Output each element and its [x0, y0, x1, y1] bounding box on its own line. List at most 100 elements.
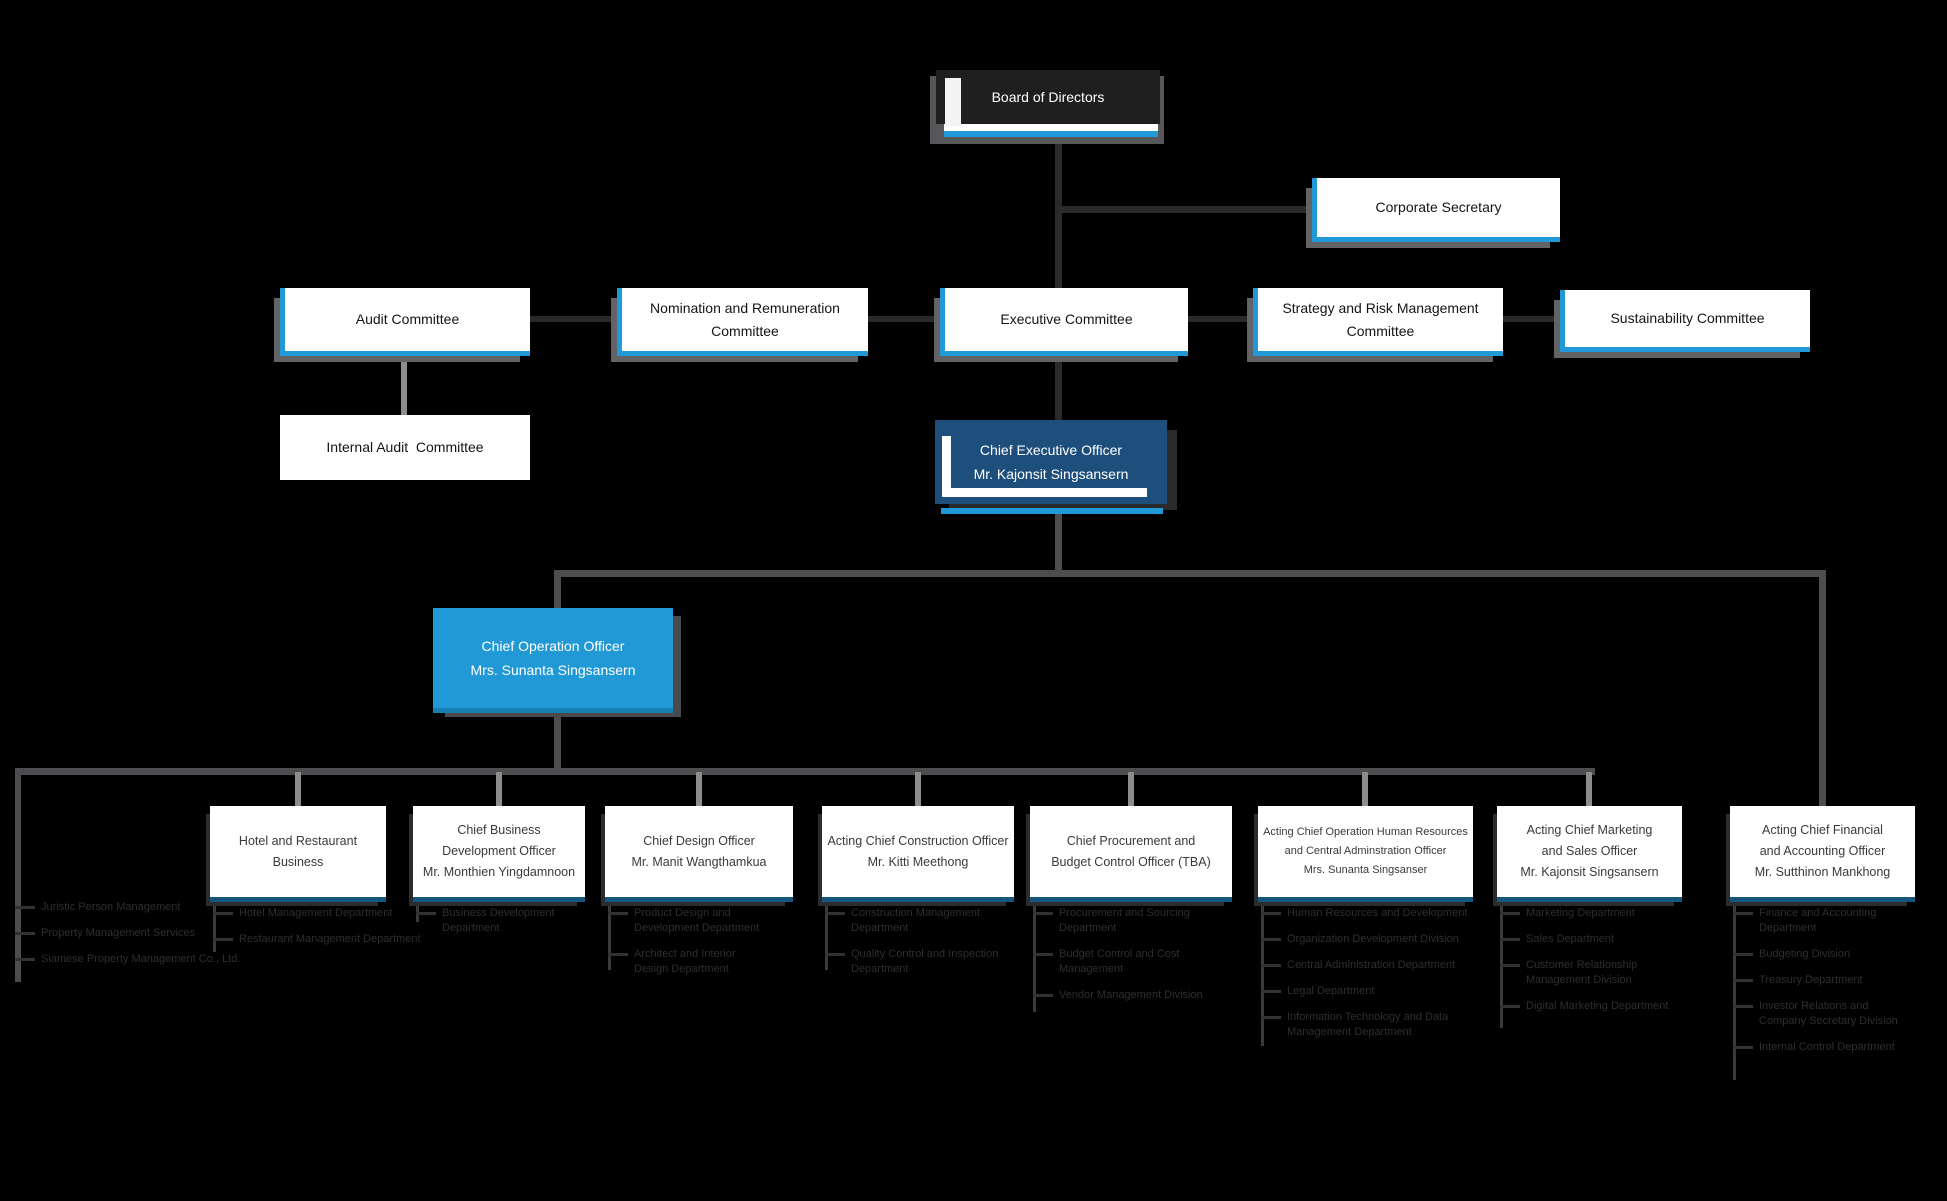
department-item: Marketing Department — [1500, 906, 1700, 921]
department-item: Architect and Interior Design Department — [608, 947, 768, 977]
node-acting-chief-financial-accounting-officer: Acting Chief Financial and Accounting Of… — [1730, 806, 1915, 902]
node-executive-committee: Executive Committee — [940, 288, 1188, 356]
audit-committee-label: Audit Committee — [355, 311, 460, 327]
spine-design — [608, 900, 611, 970]
department-item: Budgeting Division — [1733, 947, 1898, 962]
officer-line: Business — [272, 854, 324, 869]
officer-line: Chief Design Officer — [643, 833, 755, 848]
spine-hr — [1261, 900, 1264, 1046]
department-item: Sales Department — [1500, 932, 1700, 947]
node-chief-procurement-budget-officer: Chief Procurement and Budget Control Off… — [1030, 806, 1232, 902]
department-item: Property Management Services — [15, 926, 245, 941]
node-board-of-directors: Board of Directors — [936, 70, 1160, 124]
department-list-business-dev: Business Development Department — [416, 906, 566, 947]
connector-h-lower — [15, 768, 1595, 775]
officer-line: Acting Chief Construction Officer — [827, 833, 1009, 848]
spine-procurement — [1033, 900, 1036, 1012]
ceo-title: Chief Executive Officer — [979, 442, 1123, 458]
officer-line: Mr. Sutthinon Mankhong — [1754, 865, 1891, 879]
department-item: Digital Marketing Department — [1500, 999, 1700, 1014]
department-item: Central Administration Department — [1261, 958, 1491, 973]
officer-line: and Central Adminstration Officer — [1284, 845, 1447, 857]
board-white-strip — [945, 78, 961, 126]
coo-title: Chief Operation Officer — [481, 638, 625, 654]
department-list-design: Product Design and Development Departmen… — [608, 906, 768, 988]
department-item: Construction Management Department — [825, 906, 1025, 936]
node-audit-committee: Audit Committee — [280, 288, 530, 356]
spine-hotel — [213, 900, 216, 952]
department-item: Human Resources and Development — [1261, 906, 1491, 921]
node-nomination-remuneration-committee: Nomination and Remuneration Committee — [617, 288, 868, 356]
department-item: Information Technology and Data Manageme… — [1261, 1010, 1491, 1040]
officer-line: Chief Procurement and — [1066, 833, 1196, 848]
drop-hr — [1362, 772, 1368, 810]
department-item: Restaurant Management Department — [213, 932, 423, 947]
strategy-line2: Committee — [1346, 322, 1415, 339]
drop-construction — [915, 772, 921, 810]
node-chief-design-officer: Chief Design Officer Mr. Manit Wangthamk… — [605, 806, 793, 902]
officer-line: Budget Control Officer (TBA) — [1051, 854, 1211, 869]
department-item: Hotel Management Department — [213, 906, 423, 921]
executive-committee-label: Executive Committee — [1000, 311, 1133, 327]
officer-line: Mrs. Sunanta Singsanser — [1303, 864, 1428, 876]
node-hotel-restaurant-business: Hotel and Restaurant Business — [210, 806, 386, 902]
spine-construction — [825, 900, 828, 970]
node-chief-business-development-officer: Chief Business Development Officer Mr. M… — [413, 806, 585, 902]
department-item: Finance and Accounting Department — [1733, 906, 1898, 936]
connector-to-financial — [1819, 570, 1826, 808]
spine-financial — [1733, 900, 1736, 1080]
officer-line: Mr. Kitti Meethong — [867, 854, 969, 869]
coo-name: Mrs. Sunanta Singsansern — [470, 662, 636, 678]
department-item: Treasury Department — [1733, 973, 1898, 988]
drop-procurement — [1128, 772, 1134, 810]
officer-line: Development Officer — [442, 844, 556, 858]
nomination-line2: Committee — [711, 322, 779, 339]
department-item: Juristic Person Management — [15, 900, 245, 915]
nomination-line1: Nomination and Remuneration — [650, 299, 840, 316]
node-acting-chief-operation-hr-officer: Acting Chief Operation Human Resources a… — [1258, 806, 1473, 902]
drop-design — [696, 772, 702, 810]
department-item: Legal Department — [1261, 984, 1491, 999]
node-acting-chief-construction-officer: Acting Chief Construction Officer Mr. Ki… — [822, 806, 1014, 902]
node-acting-chief-marketing-sales-officer: Acting Chief Marketing and Sales Officer… — [1497, 806, 1682, 902]
department-item: Organization Development Division — [1261, 932, 1491, 947]
node-sustainability-committee: Sustainability Committee — [1560, 290, 1810, 352]
department-item: Business Development Department — [416, 906, 566, 936]
node-strategy-risk-committee: Strategy and Risk Management Committee — [1253, 288, 1503, 356]
sustainability-committee-label: Sustainability Committee — [1610, 310, 1765, 326]
officer-line: Mr. Kajonsit Singsansern — [1520, 865, 1659, 879]
officer-line: and Sales Officer — [1541, 844, 1638, 858]
department-item: Product Design and Development Departmen… — [608, 906, 768, 936]
department-item: Customer Relationship Management Divisio… — [1500, 958, 1700, 988]
officer-line: Acting Chief Marketing — [1526, 823, 1653, 837]
officer-line: Acting Chief Financial — [1762, 823, 1883, 837]
officer-line: Hotel and Restaurant — [238, 833, 358, 848]
board-label: Board of Directors — [991, 89, 1105, 105]
drop-marketing — [1586, 772, 1592, 810]
connector-board-to-committees — [1055, 124, 1062, 320]
ceo-blue-bar — [941, 508, 1163, 514]
connector-unboxed-column — [15, 768, 21, 982]
connector-h-upper — [554, 570, 1826, 577]
corporate-secretary-label: Corporate Secretary — [1375, 199, 1502, 215]
officer-line: Mr. Monthien Yingdamnoon — [422, 865, 576, 879]
department-item: Internal Control Department — [1733, 1040, 1898, 1055]
officer-line: Chief Business — [457, 823, 541, 837]
ceo-name: Mr. Kajonsit Singsansern — [973, 466, 1129, 482]
connector-board-to-secretary — [1055, 206, 1312, 213]
officer-line: and Accounting Officer — [1759, 844, 1886, 858]
connector-ceo-down — [1055, 506, 1062, 576]
department-item: Investor Relations and Company Secretary… — [1733, 999, 1898, 1029]
node-coo: Chief Operation Officer Mrs. Sunanta Sin… — [433, 608, 673, 713]
internal-audit-label: Internal Audit Committee — [326, 439, 484, 455]
node-corporate-secretary: Corporate Secretary — [1312, 178, 1560, 242]
connector-executive-to-ceo — [1055, 356, 1062, 420]
